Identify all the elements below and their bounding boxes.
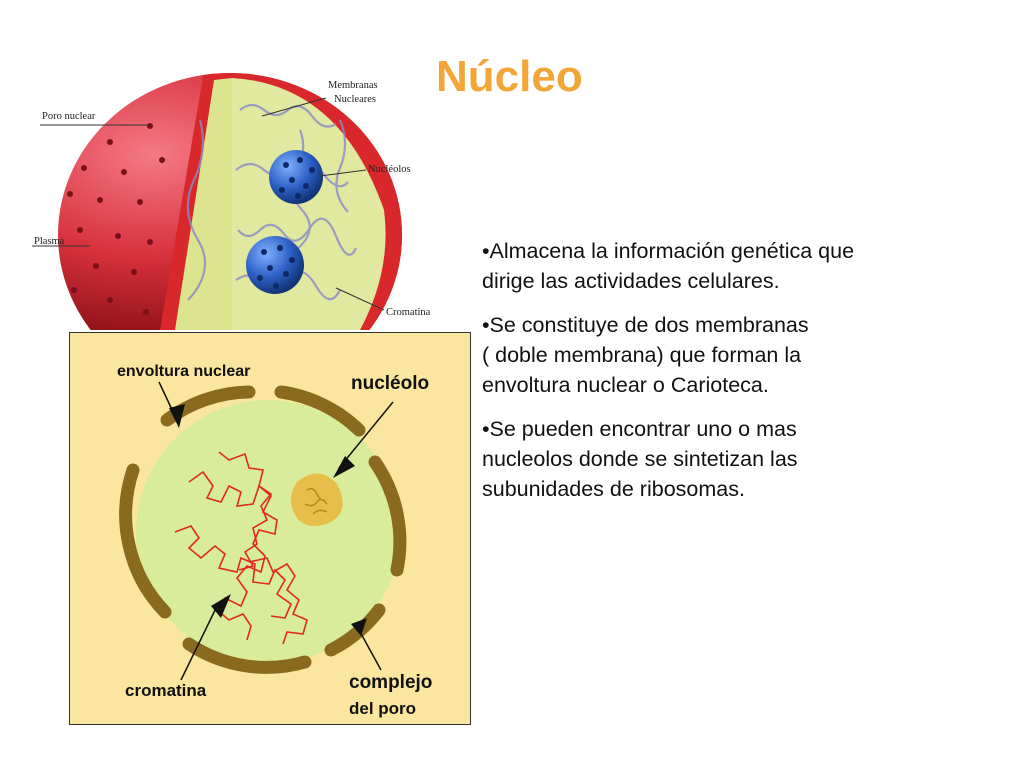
schematic-envelope <box>119 385 407 674</box>
nucleus-3d-illustration: Poro nuclear Membranas Nucleares Nucléol… <box>32 73 431 330</box>
schematic-nucleolus <box>291 473 343 527</box>
bullet-list: •Almacena la información genética que di… <box>482 236 952 518</box>
bullet-2-line-1: •Se constituye de dos membranas <box>482 313 809 337</box>
schematic-arrows <box>158 381 394 681</box>
label-complejo: complejo <box>349 672 432 693</box>
bullet-2-line-3: envoltura nuclear o Carioteca. <box>482 373 769 397</box>
label-cromatina-top: Cromatina <box>386 307 431 318</box>
slide-title: Núcleo <box>436 52 583 101</box>
label-membranas: Membranas <box>328 80 378 91</box>
nucleoplasm-left <box>175 78 232 330</box>
nucleoplasm-right <box>232 78 386 330</box>
leader-lines-top <box>32 97 385 311</box>
schematic-arrowheads <box>169 404 367 636</box>
label-cromatina-bottom: cromatina <box>125 681 207 700</box>
label-envoltura-nuclear: envoltura nuclear <box>117 363 250 380</box>
bullet-3: •Se pueden encontrar uno o mas nucleolos… <box>482 414 952 504</box>
bullet-3-line-2: nucleolos donde se sintetizan las <box>482 447 798 471</box>
nucleolus-bottom <box>246 236 304 294</box>
label-nucleares: Nucleares <box>334 94 376 105</box>
bullet-2-line-2: ( doble membrana) que forman la <box>482 343 802 367</box>
bullet-1-line-1: •Almacena la información genética que <box>482 239 855 263</box>
bullet-1: •Almacena la información genética que di… <box>482 236 952 296</box>
bullet-3-line-1: •Se pueden encontrar uno o mas <box>482 417 797 441</box>
nucleus-schematic-diagram: envoltura nuclear nucléolo cromatina com… <box>69 332 471 725</box>
bullet-3-line-3: subunidades de ribosomas. <box>482 477 745 501</box>
label-del-poro: del poro <box>349 699 416 718</box>
nucleolus-top <box>269 150 323 204</box>
label-nucleolos: Nucléolos <box>368 164 411 175</box>
label-nucleolo: nucléolo <box>351 373 429 394</box>
bullet-1-line-2: dirige las actividades celulares. <box>482 269 780 293</box>
label-poro-nuclear: Poro nuclear <box>42 111 96 122</box>
label-plasma: Plasma <box>34 236 65 247</box>
bullet-2: •Se constituye de dos membranas ( doble … <box>482 310 952 400</box>
